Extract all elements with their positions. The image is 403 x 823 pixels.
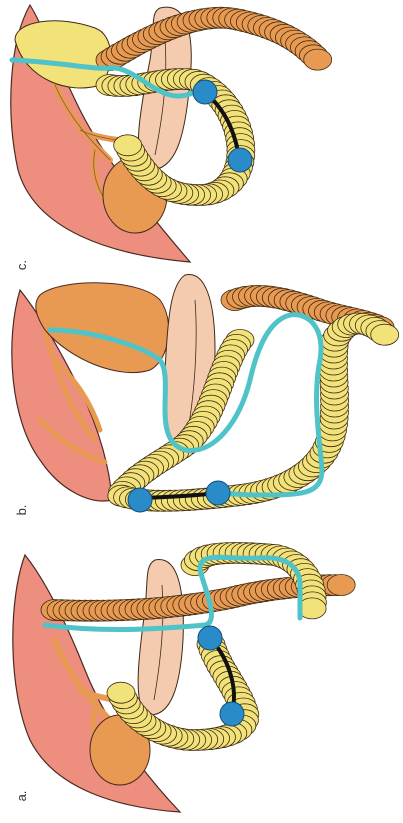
panel-c: c. [11, 5, 332, 270]
marker-ball [193, 80, 217, 104]
marker-ball [198, 626, 222, 650]
marker-ball [228, 148, 252, 172]
coil-ring [371, 324, 399, 345]
marker-ball [206, 481, 230, 505]
coil-ring [114, 135, 142, 156]
panel-b: b. [12, 274, 399, 515]
panel-label-a: a. [14, 791, 29, 802]
stomach-shape [138, 560, 183, 715]
panel-label-b: b. [14, 505, 29, 516]
coil-ring [107, 682, 135, 703]
panel-label-c: c. [14, 260, 29, 270]
coil-ring [327, 575, 355, 596]
marker-ball [220, 702, 244, 726]
coil-ring [304, 49, 332, 70]
panel-a: a. [13, 542, 355, 812]
marker-ball [128, 488, 152, 512]
